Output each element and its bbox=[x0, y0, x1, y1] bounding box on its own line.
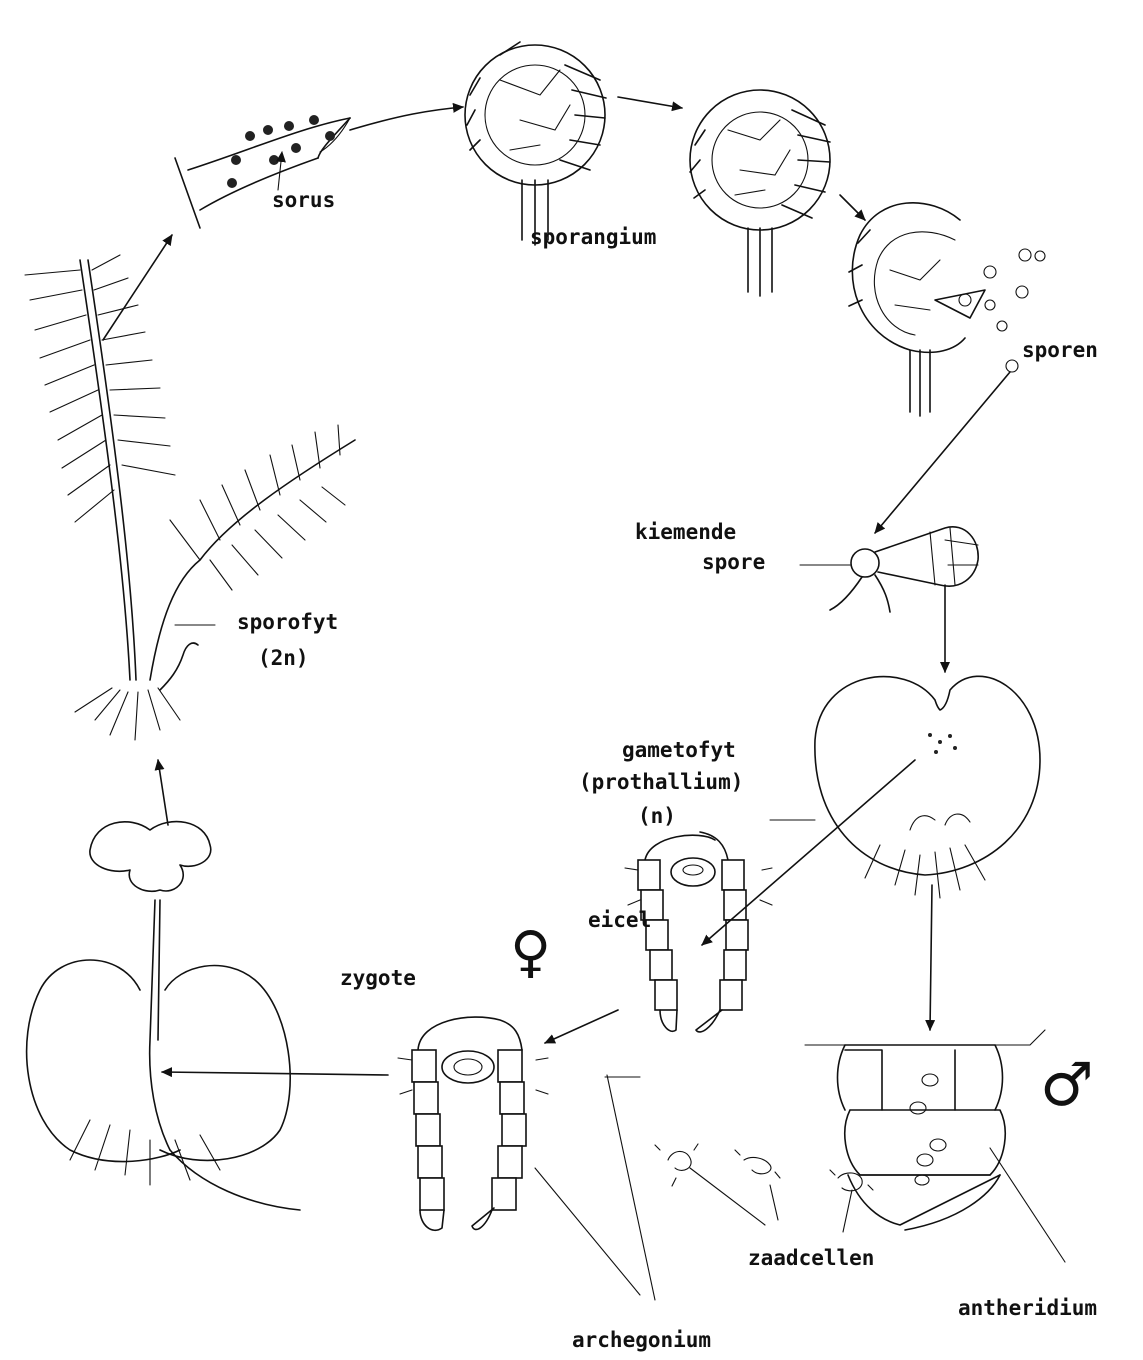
young-sporophyte-on-prothallium bbox=[27, 822, 300, 1210]
label-spore: spore bbox=[702, 552, 765, 573]
label-sporangium: sporangium bbox=[530, 227, 656, 248]
label-eicel: eicel bbox=[588, 910, 651, 931]
archegonium-zygote bbox=[398, 1017, 548, 1230]
antheridium-drawing bbox=[805, 1030, 1045, 1230]
label-sorus: sorus bbox=[272, 190, 335, 211]
sporangium-open bbox=[849, 203, 1045, 416]
label-archegonium: archegonium bbox=[572, 1330, 711, 1351]
label-zygote: zygote bbox=[340, 968, 416, 989]
female-symbol: ♀ bbox=[510, 925, 551, 981]
sporangium-closed bbox=[465, 42, 606, 245]
label-zaadcellen: zaadcellen bbox=[748, 1248, 874, 1269]
male-symbol: ♂ bbox=[1040, 1055, 1094, 1115]
label-ploidy-n: (n) bbox=[638, 806, 676, 827]
label-sporofyt: sporofyt bbox=[237, 612, 338, 633]
germinating-spore bbox=[830, 527, 978, 612]
sporangium-drying bbox=[690, 90, 830, 296]
label-kiemende: kiemende bbox=[635, 522, 736, 543]
prothallium bbox=[815, 676, 1040, 898]
label-prothallium: (prothallium) bbox=[579, 772, 743, 793]
label-antheridium: antheridium bbox=[958, 1298, 1097, 1319]
sperm-cells bbox=[655, 1144, 873, 1191]
label-gametofyt: gametofyt bbox=[622, 740, 736, 761]
label-ploidy-2n: (2n) bbox=[258, 648, 309, 669]
label-sporen: sporen bbox=[1022, 340, 1098, 361]
